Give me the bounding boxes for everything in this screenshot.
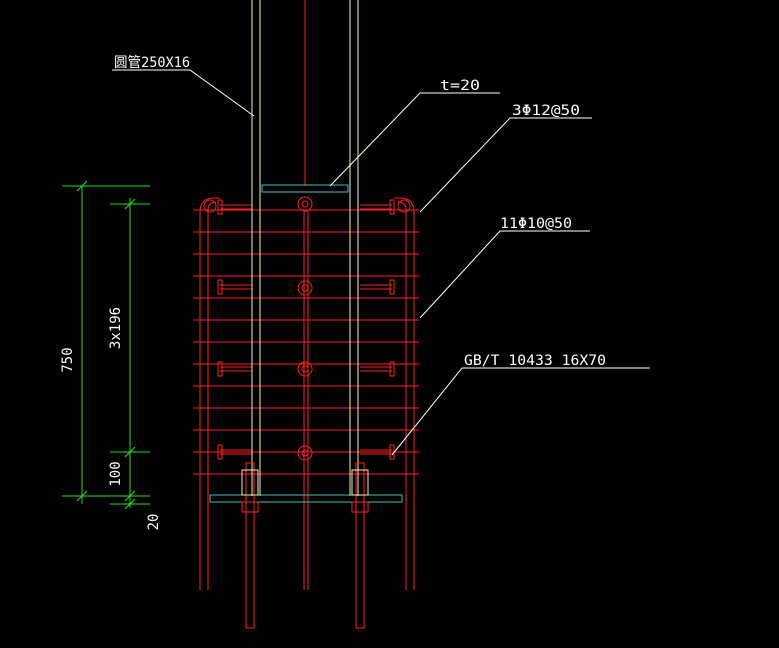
dim-text-total: 750: [60, 347, 76, 372]
leader-plate: [329, 92, 500, 187]
anchor-bolt-left: [245, 462, 255, 629]
center-bolts: [297, 196, 313, 461]
hook-right: [397, 199, 411, 213]
stud-head-left: [217, 199, 223, 215]
base-plate: [209, 494, 403, 503]
leader-tube: [112, 69, 255, 117]
dim-tick: [76, 490, 88, 502]
bolt-circle: [297, 196, 313, 212]
hook-left: [203, 199, 217, 213]
stud-head-right: [389, 199, 395, 215]
dim-text-bottom: 20: [146, 514, 162, 531]
dim-text-spacing: 3x196: [108, 307, 124, 349]
bolt-circle: [297, 445, 313, 461]
leader-rebar-horizontal: [419, 230, 590, 319]
dim-tick: [76, 180, 88, 192]
leader-rebar-vertical: [419, 117, 592, 213]
vertical-rebar-right-inner: [397, 201, 407, 590]
vertical-rebar-left-outer: [199, 197, 220, 590]
bolt-circle: [301, 449, 309, 457]
dimension-lines: [62, 180, 150, 510]
stud-head-left: [217, 279, 223, 295]
dim-tick: [124, 446, 136, 458]
vertical-rebar-right-outer: [394, 197, 415, 590]
vertical-rebar-group: [199, 197, 415, 590]
anchor-bolts: [241, 462, 369, 629]
dim-tick: [124, 498, 136, 510]
steel-tube: [251, 0, 359, 496]
leader-lines: [112, 69, 650, 456]
dim-tick: [124, 198, 136, 210]
rebar-hooks: [203, 199, 411, 213]
stud-head-right: [389, 361, 395, 377]
stud-group: [217, 199, 395, 460]
horizontal-rebar-group: [193, 209, 419, 475]
dim-text-lower: 100: [108, 461, 124, 486]
leader-stud: [391, 367, 650, 456]
anchor-nut-right: [351, 469, 369, 496]
anchor-nut-right-lower: [351, 501, 369, 513]
bolt-circle: [297, 361, 313, 377]
label-stud: GB/T 10433 16X70: [464, 353, 606, 369]
internal-plate: [261, 184, 349, 193]
stud-head-left: [217, 361, 223, 377]
stud-head-right: [389, 279, 395, 295]
anchor-nut-left-lower: [241, 501, 259, 513]
dim-tick: [124, 490, 136, 502]
bolt-circle: [301, 284, 309, 292]
label-plate: t=20: [440, 78, 480, 94]
vertical-rebar-left-inner: [207, 201, 217, 590]
anchor-nut-left: [241, 469, 259, 496]
anchor-bolt-right: [355, 462, 365, 629]
bolt-circle: [301, 200, 309, 208]
bolt-circle: [297, 280, 313, 296]
bolt-circle: [301, 365, 309, 373]
label-rebar-vertical: 3Φ12@50: [512, 103, 580, 119]
label-rebar-horizontal: 11Φ10@50: [500, 216, 572, 232]
label-tube: 圆管250X16: [114, 55, 190, 71]
stud-head-left: [217, 444, 223, 460]
